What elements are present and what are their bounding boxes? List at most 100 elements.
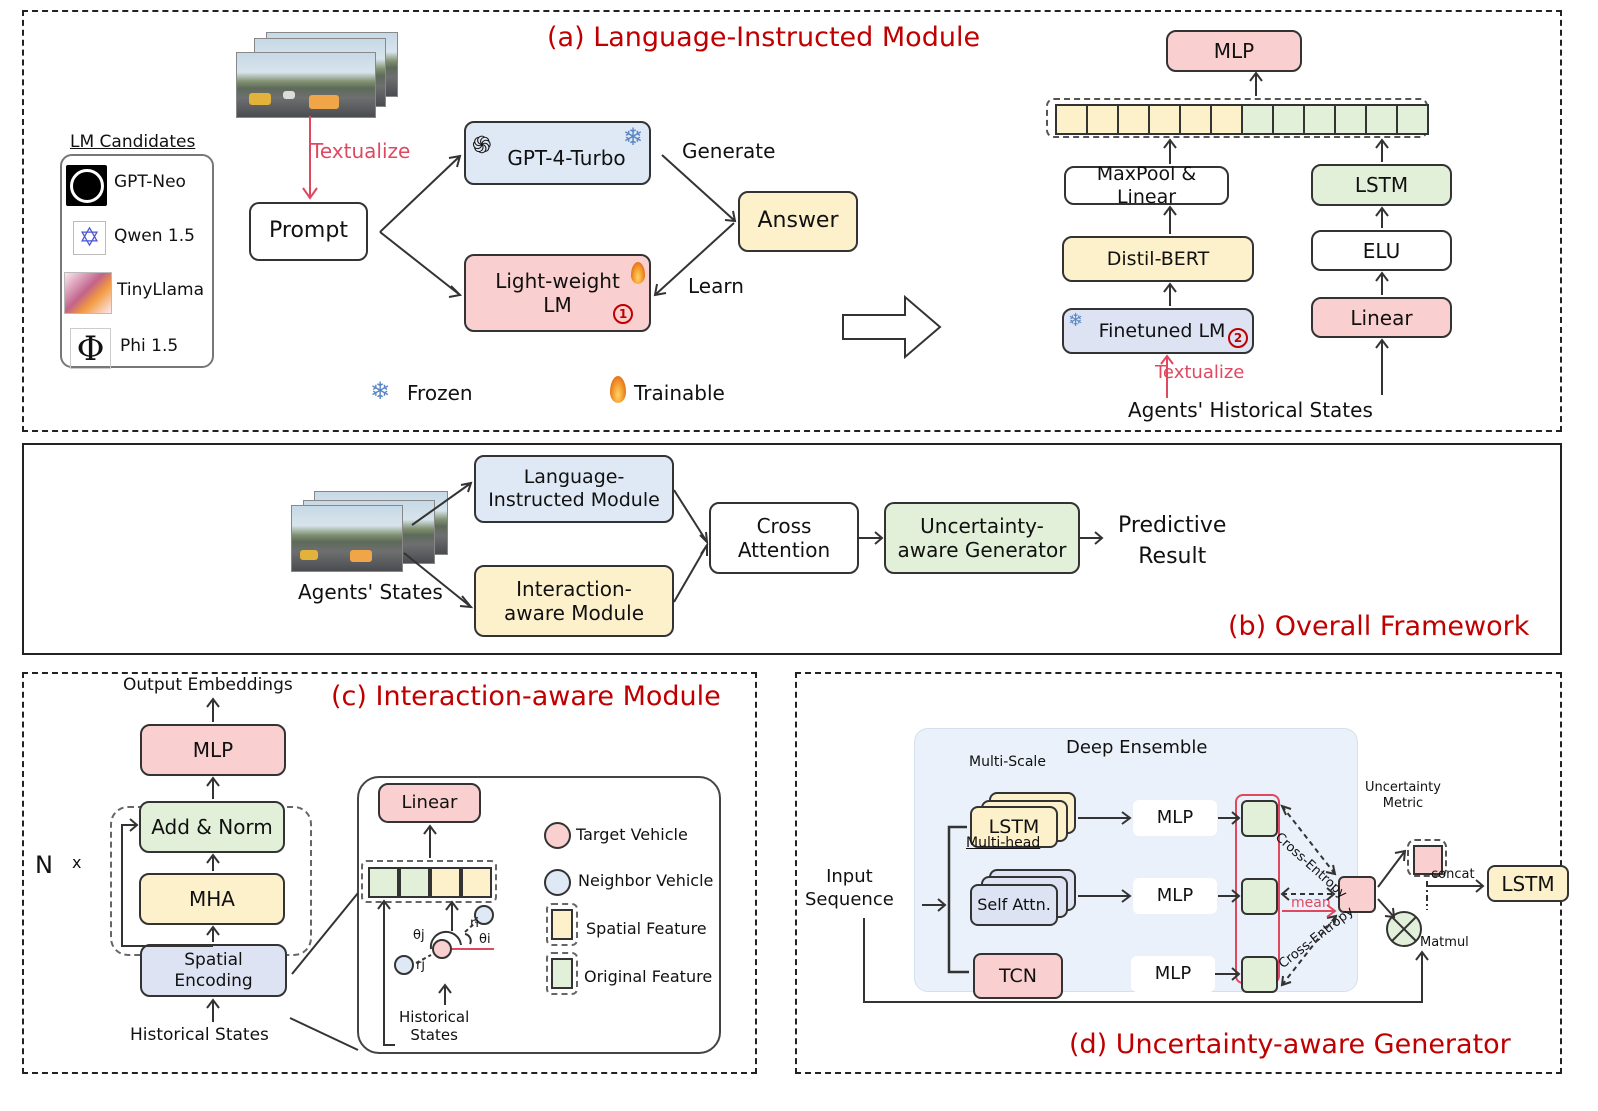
detail-historical-line1: Historical bbox=[399, 1008, 470, 1026]
elu-box: ELU bbox=[1311, 230, 1452, 271]
language-module-label-line1: Language- bbox=[523, 466, 625, 489]
spatial-encoding-detail bbox=[357, 776, 721, 1054]
panel-overall-framework bbox=[22, 443, 1562, 655]
step-1-badge: 1 bbox=[613, 304, 633, 324]
language-feature-cell bbox=[1210, 104, 1243, 135]
lightweight-lm-label-line2: LM bbox=[543, 293, 572, 317]
spatial-feature-legend-icon bbox=[551, 909, 573, 940]
predictive-result-line1: Predictive bbox=[1118, 513, 1227, 538]
multi-head-label: Multi-head bbox=[966, 835, 1041, 851]
n-times-label: N bbox=[35, 851, 53, 879]
lm-candidates-title: LM Candidates bbox=[70, 132, 196, 152]
gpt-4-turbo-label: GPT-4-Turbo bbox=[507, 146, 626, 170]
gpt-neo-logo-icon bbox=[66, 165, 107, 206]
linear-box: Linear bbox=[1311, 297, 1452, 338]
mlp-label: MLP bbox=[192, 738, 234, 762]
lstm-label: LSTM bbox=[1354, 173, 1409, 197]
cross-attention-label-line1: Cross bbox=[756, 514, 812, 538]
transition-hollow-arrow-icon bbox=[842, 294, 942, 360]
mha-box: MHA bbox=[139, 873, 285, 925]
cross-attention-label-line2: Attention bbox=[737, 538, 831, 562]
generate-label: Generate bbox=[682, 139, 776, 163]
input-sequence-label: Input Sequence bbox=[805, 866, 894, 911]
input-sequence-line2: Sequence bbox=[805, 888, 894, 910]
detail-linear-label: Linear bbox=[401, 792, 458, 814]
mlp-label: MLP bbox=[1156, 807, 1194, 829]
spatial-encoding-label-line2: Encoding bbox=[174, 970, 253, 991]
panel-language-instructed-module bbox=[22, 10, 1562, 432]
trainable-legend-label: Trainable bbox=[634, 381, 725, 405]
mlp-branch-2: MLP bbox=[1133, 878, 1217, 914]
mlp-branch-3: MLP bbox=[1131, 956, 1215, 992]
uncertainty-metric-frame bbox=[1407, 839, 1447, 877]
lightweight-lm-box: Light-weight LM 1 bbox=[464, 254, 651, 332]
textualize-label-right: Textualize bbox=[1155, 362, 1245, 383]
language-feature-cell bbox=[1179, 104, 1212, 135]
target-vehicle-node bbox=[432, 939, 452, 959]
learn-label: Learn bbox=[688, 274, 744, 298]
lstm-label: LSTM bbox=[988, 815, 1040, 838]
tcn-label: TCN bbox=[999, 964, 1037, 987]
mlp-box-top: MLP bbox=[1166, 30, 1302, 72]
legend-label: Neighbor Vehicle bbox=[578, 871, 714, 890]
linear-label: Linear bbox=[1350, 305, 1413, 330]
output-embeddings-label: Output Embeddings bbox=[123, 675, 293, 695]
concat-label: concat bbox=[1431, 867, 1475, 882]
original-feature-cell bbox=[368, 867, 399, 898]
dashcam-image-front bbox=[236, 52, 376, 118]
cross-attention-box: Cross Attention bbox=[709, 502, 859, 574]
maxpool-linear-label: MaxPool & Linear bbox=[1096, 162, 1197, 208]
mean-prediction-node bbox=[1338, 876, 1376, 913]
uncertainty-metric-line2: Metric bbox=[1382, 795, 1424, 811]
predictive-result-label: Predictive Result bbox=[1118, 511, 1226, 573]
spatial-encoding-label-line1: Spatial bbox=[184, 950, 243, 971]
mlp-label: MLP bbox=[1154, 963, 1192, 985]
agents-states-image-front bbox=[291, 505, 403, 572]
answer-box: Answer bbox=[738, 191, 858, 252]
legend-label: Spatial Feature bbox=[586, 919, 707, 938]
mean-label: mean bbox=[1291, 895, 1331, 911]
lm-candidate-name: Qwen 1.5 bbox=[114, 226, 195, 246]
predictive-result-line2: Result bbox=[1138, 543, 1207, 569]
theta-j-label: θj bbox=[413, 928, 425, 943]
original-feature-legend-icon bbox=[551, 958, 573, 989]
uncertainty-metric-node bbox=[1413, 845, 1443, 875]
mlp-label: MLP bbox=[1156, 885, 1194, 907]
textualize-label: Textualize bbox=[311, 139, 411, 163]
neighbor-vehicle-node-j bbox=[394, 955, 414, 975]
language-instructed-module-box: Language- Instructed Module bbox=[474, 455, 674, 523]
elu-label: ELU bbox=[1362, 238, 1401, 263]
finetuned-lm-label: Finetuned LM bbox=[1098, 319, 1226, 342]
panel-c-title: (c) Interaction-aware Module bbox=[331, 681, 721, 712]
theta-i-label: θi bbox=[479, 932, 491, 947]
state-feature-cell bbox=[1241, 104, 1274, 135]
multi-scale-lstm-box: LSTM bbox=[970, 806, 1058, 848]
trainable-flame-icon bbox=[631, 262, 645, 284]
detail-historical-line2: States bbox=[410, 1026, 458, 1044]
interaction-module-label-line2: aware Module bbox=[503, 601, 645, 625]
spatial-feature-cell bbox=[461, 867, 492, 898]
times-label: x bbox=[72, 853, 82, 872]
mlp-label: MLP bbox=[1213, 39, 1255, 63]
panel-b-title: (b) Overall Framework bbox=[1228, 611, 1530, 642]
qwen-logo-icon: ✡ bbox=[73, 221, 106, 255]
original-feature-cell bbox=[399, 867, 430, 898]
matmul-label: Matmul bbox=[1420, 935, 1469, 950]
r-j-label: rj bbox=[416, 958, 425, 973]
uncertainty-aware-generator-box: Uncertainty- aware Generator bbox=[884, 502, 1080, 574]
state-feature-cell bbox=[1396, 104, 1429, 135]
phi-logo-icon: Φ bbox=[70, 328, 111, 369]
answer-label: Answer bbox=[757, 208, 839, 234]
lm-candidate-name: TinyLlama bbox=[117, 280, 205, 300]
spatial-encoding-box: Spatial Encoding bbox=[140, 944, 287, 997]
frozen-legend-snowflake-icon: ❄ bbox=[370, 377, 391, 405]
mlp-branch-1: MLP bbox=[1133, 800, 1217, 836]
original-feature-legend-frame bbox=[546, 952, 578, 995]
multi-scale-label: Multi-Scale bbox=[969, 754, 1046, 770]
self-attn-label: Self Attn. bbox=[977, 895, 1051, 915]
ensemble-output-1 bbox=[1241, 800, 1278, 837]
